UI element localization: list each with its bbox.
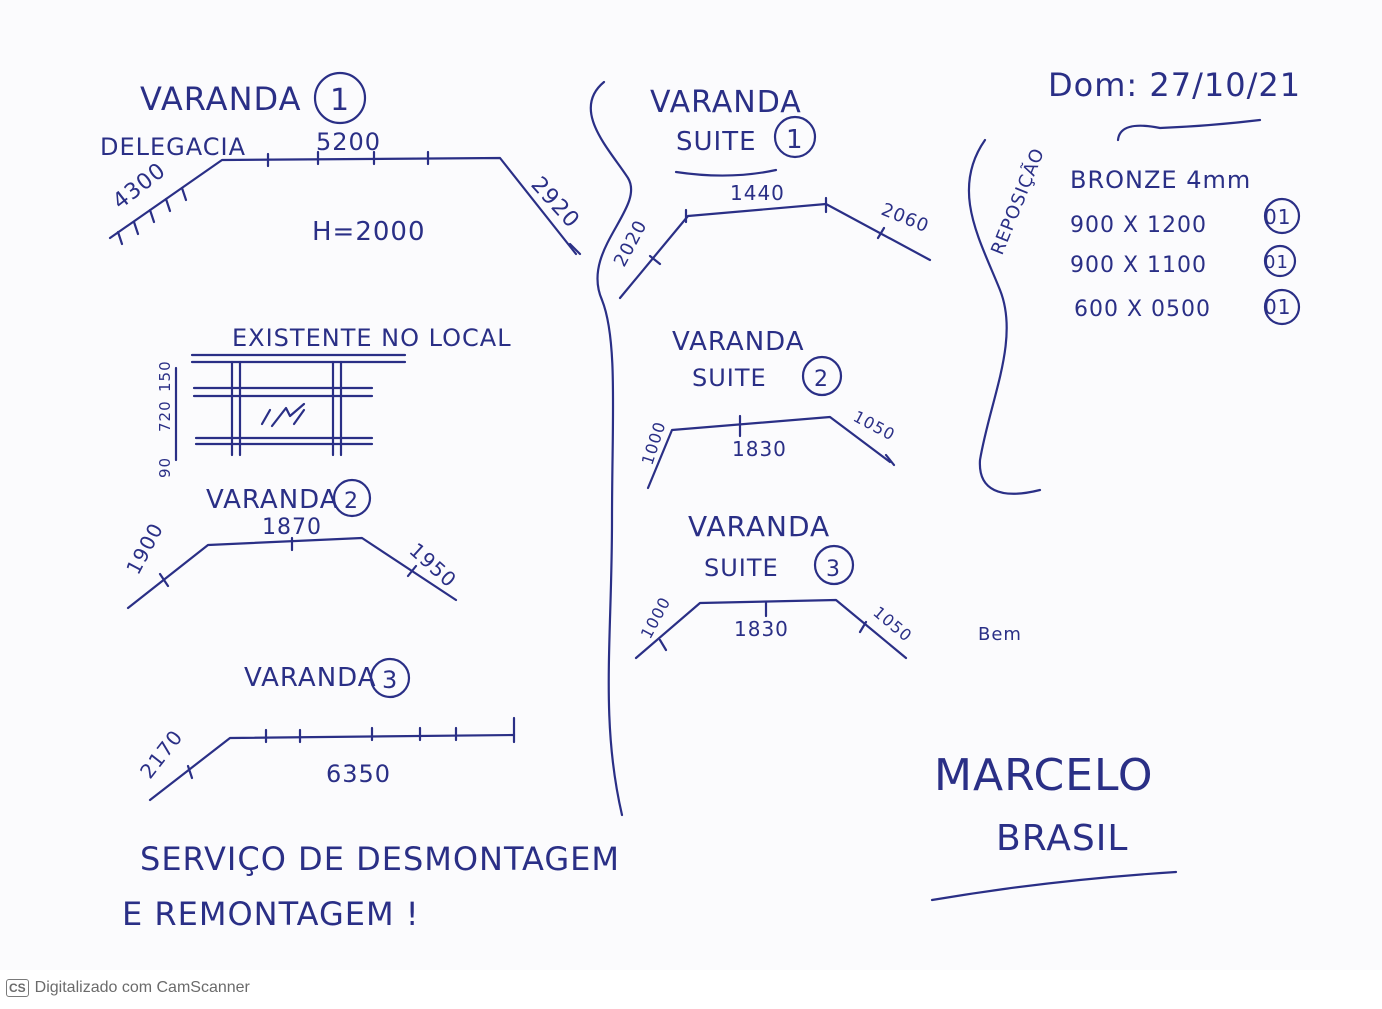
varanda-1-subtitle: DELEGACIA bbox=[100, 133, 246, 161]
varanda-1-tick-right bbox=[568, 242, 582, 256]
suite-1-dim-right: 2060 bbox=[878, 199, 932, 237]
existing-posts bbox=[230, 360, 343, 457]
varanda-2-outline bbox=[126, 536, 458, 610]
suite-1-drawing bbox=[618, 115, 932, 300]
scanned-paper bbox=[0, 0, 1382, 970]
side-note: Bem bbox=[978, 624, 1022, 645]
varanda-1-title: VARANDA bbox=[140, 80, 301, 118]
reposicao-item-2-qty: 01 bbox=[1264, 252, 1289, 273]
suite-3-ticks bbox=[658, 600, 868, 652]
suite-2-outline bbox=[646, 415, 892, 490]
reposicao-item-1-size: 900 X 1200 bbox=[1070, 213, 1207, 238]
existing-dim-3: 90 bbox=[156, 457, 174, 478]
varanda-2-drawing bbox=[126, 478, 458, 610]
signature-last-name: BRASIL bbox=[996, 818, 1128, 859]
suite-3-number: 3 bbox=[826, 557, 841, 582]
suite-1-dim-top: 1440 bbox=[730, 181, 785, 205]
reposicao-material: BRONZE 4mm bbox=[1070, 166, 1251, 194]
scanner-footer-label: Digitalizado com CamScanner bbox=[34, 979, 250, 996]
signature-first-name: MARCELO bbox=[934, 750, 1154, 801]
existing-bottom-rail bbox=[194, 436, 374, 446]
suite-2-drawing bbox=[646, 355, 896, 490]
suite-1-subtitle: SUITE bbox=[676, 127, 757, 157]
suite-2-dim-top: 1830 bbox=[732, 437, 787, 461]
varanda-3-drawing bbox=[148, 657, 516, 802]
camscanner-logo-icon: CS bbox=[6, 979, 29, 997]
signature-underline bbox=[930, 870, 1178, 902]
varanda-3-dim-top: 6350 bbox=[326, 760, 391, 788]
suite-1-number: 1 bbox=[786, 125, 804, 155]
varanda-3-ticks bbox=[186, 726, 458, 780]
existing-frame-drawing bbox=[174, 353, 407, 462]
varanda-2-number-circle bbox=[332, 478, 372, 518]
varanda-2-number: 2 bbox=[344, 489, 359, 514]
varanda-3-title: VARANDA bbox=[244, 663, 377, 693]
suite-3-dim-right: 1050 bbox=[869, 603, 915, 646]
suite-3-outline bbox=[634, 598, 908, 660]
suite-3-subtitle: SUITE bbox=[704, 554, 779, 582]
varanda-1-number: 1 bbox=[330, 83, 350, 118]
date-label: Dom: 27/10/21 bbox=[1048, 66, 1301, 104]
service-note-line-1: SERVIÇO DE DESMONTAGEM bbox=[140, 840, 620, 878]
suite-3-dim-top: 1830 bbox=[734, 617, 789, 641]
reposicao-item-2-size: 900 X 1100 bbox=[1070, 253, 1207, 278]
suite-2-number-circle bbox=[801, 355, 843, 397]
varanda-2-ticks bbox=[158, 536, 418, 588]
suite-2-number: 2 bbox=[814, 367, 829, 392]
reposicao-qty-circle-2 bbox=[1263, 244, 1297, 278]
varanda-2-dim-top: 1870 bbox=[262, 515, 322, 540]
existing-top-rail bbox=[190, 353, 407, 364]
varanda-3-number-circle bbox=[369, 657, 411, 699]
varanda-1-dim-top: 5200 bbox=[316, 128, 381, 156]
varanda-2-dim-left: 1900 bbox=[121, 519, 168, 579]
varanda-1-ticks-top bbox=[266, 150, 430, 168]
suite-1-number-circle bbox=[773, 115, 817, 159]
suite-2-title: VARANDA bbox=[672, 327, 805, 357]
varanda-3-number: 3 bbox=[382, 666, 398, 694]
reposicao-qty-circle-3 bbox=[1263, 288, 1301, 326]
varanda-1-number-circle bbox=[313, 71, 367, 125]
suite-1-underline bbox=[674, 168, 778, 177]
existing-glass-hatch bbox=[260, 402, 306, 428]
reposicao-brace bbox=[967, 138, 1042, 495]
existing-dim-2: 720 bbox=[156, 400, 174, 432]
reposicao-qty-circle-1 bbox=[1263, 197, 1301, 235]
suite-3-dim-left: 1000 bbox=[637, 593, 675, 641]
date-underline bbox=[1116, 118, 1262, 142]
varanda-1-ticks-left bbox=[116, 186, 188, 246]
existing-mid-rail bbox=[192, 386, 374, 398]
varanda-3-dim-left: 2170 bbox=[135, 725, 188, 783]
reposicao-label: REPOSIÇÃO bbox=[986, 145, 1049, 258]
suite-3-drawing bbox=[634, 544, 908, 660]
varanda-2-title: VARANDA bbox=[206, 485, 339, 515]
suite-1-outline bbox=[618, 202, 932, 300]
varanda-1-dim-left: 4300 bbox=[108, 158, 171, 215]
service-note-line-2: E REMONTAGEM ! bbox=[122, 895, 420, 933]
varanda-1-drawing bbox=[108, 71, 582, 256]
suite-3-number-circle bbox=[813, 544, 855, 586]
reposicao-item-3-qty: 01 bbox=[1264, 295, 1291, 319]
suite-2-ticks bbox=[738, 414, 896, 467]
varanda-1-height: H=2000 bbox=[312, 217, 426, 247]
suite-1-title: VARANDA bbox=[650, 85, 802, 120]
scanner-footer: CS Digitalizado com CamScanner bbox=[6, 977, 250, 999]
reposicao-item-1-qty: 01 bbox=[1264, 205, 1291, 229]
suite-1-ticks bbox=[648, 196, 886, 266]
existing-title: EXISTENTE NO LOCAL bbox=[232, 324, 512, 352]
existing-dim-1: 150 bbox=[156, 360, 174, 392]
reposicao-item-3-size: 600 X 0500 bbox=[1074, 297, 1211, 322]
sketch-canvas: VARANDA 1 DELEGACIA 5200 4300 2920 H=200… bbox=[100, 66, 1301, 933]
suite-2-subtitle: SUITE bbox=[692, 364, 767, 392]
suite-2-dim-left: 1000 bbox=[638, 419, 670, 467]
divider-curve bbox=[589, 80, 633, 817]
suite-3-title: VARANDA bbox=[688, 510, 830, 543]
